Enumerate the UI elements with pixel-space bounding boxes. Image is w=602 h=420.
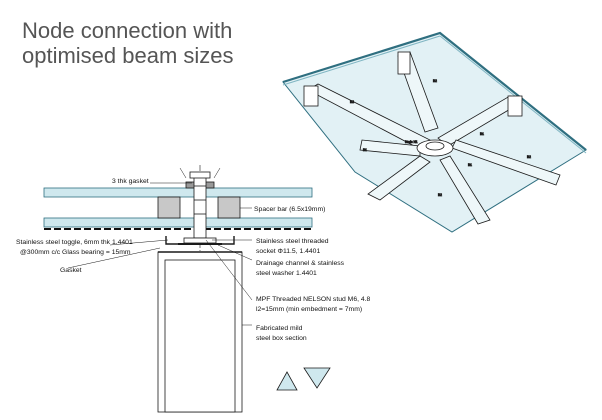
- beam-arm-sw: [367, 155, 431, 201]
- label-box-2: steel box section: [256, 335, 307, 342]
- label-drainage-1: Drainage channel & stainless: [256, 260, 345, 267]
- label-box-1: Fabricated mild: [256, 325, 303, 332]
- label-gasket-top: 3 thk gasket: [112, 178, 149, 185]
- label-drainage-2: steel washer 1.4401: [256, 270, 317, 277]
- label-stud-1: MPF Threaded NELSON stud M6, 4.8: [256, 296, 371, 303]
- washer: [183, 237, 217, 244]
- label-gasket-bottom: Gasket: [60, 267, 82, 274]
- triangle-key: [276, 367, 331, 391]
- label-toggle-1: Stainless steel toggle, 6mm thk 1.4401: [16, 239, 133, 246]
- triangle-down: [303, 367, 331, 389]
- iso-label-b1-b: B1: [480, 132, 484, 136]
- glass-pane-bottom: [43, 217, 313, 228]
- beam-end-n: [397, 51, 411, 75]
- label-spacer-bar: Spacer bar (6.5x19mm): [254, 206, 325, 213]
- glass-panel-edge: [282, 31, 587, 151]
- label-toggle-2: @300mm c/c Glass bearing = 15mm: [20, 249, 131, 256]
- title-line-1: Node connection with: [22, 18, 233, 43]
- iso-label-b2-d: B2: [438, 193, 442, 197]
- section-view: [43, 165, 313, 413]
- iso-label-b2-b: B2: [350, 100, 354, 104]
- title-line-2: optimised beam sizes: [22, 43, 234, 68]
- beam-arm-e: [451, 139, 561, 186]
- spacer-left: [157, 196, 181, 219]
- triangle-up: [276, 371, 298, 391]
- iso-label-b2-a: B2: [433, 79, 437, 83]
- threaded-socket: [193, 175, 207, 239]
- spacer-right: [217, 196, 241, 219]
- label-socket-1: Stainless steel threaded: [256, 238, 329, 245]
- page-title: Node connection with optimised beam size…: [22, 18, 282, 68]
- iso-label-b2-c: B2: [527, 155, 531, 159]
- socket-head: [189, 171, 211, 179]
- label-stud-2: l2=15mm (min embedment = 7mm): [256, 306, 362, 313]
- beam-end-nw: [303, 85, 319, 107]
- isometric-view: B2 B2 B2 B2 B1 B1 B1 Node N1: [282, 31, 587, 233]
- label-socket-2: socket Φ11.5, 1.4401: [256, 248, 320, 255]
- iso-label-node: Node N1: [405, 140, 418, 144]
- glass-panel: [282, 32, 587, 233]
- beam-end-ne: [507, 95, 523, 117]
- section-labels: 3 thk gasket Spacer bar (6.5x19mm) Stain…: [16, 178, 371, 342]
- iso-label-b1-c: B1: [468, 163, 472, 167]
- beam-arm-se: [439, 155, 491, 225]
- glass-pane-top: [43, 187, 313, 198]
- iso-label-b1-a: B1: [363, 148, 367, 152]
